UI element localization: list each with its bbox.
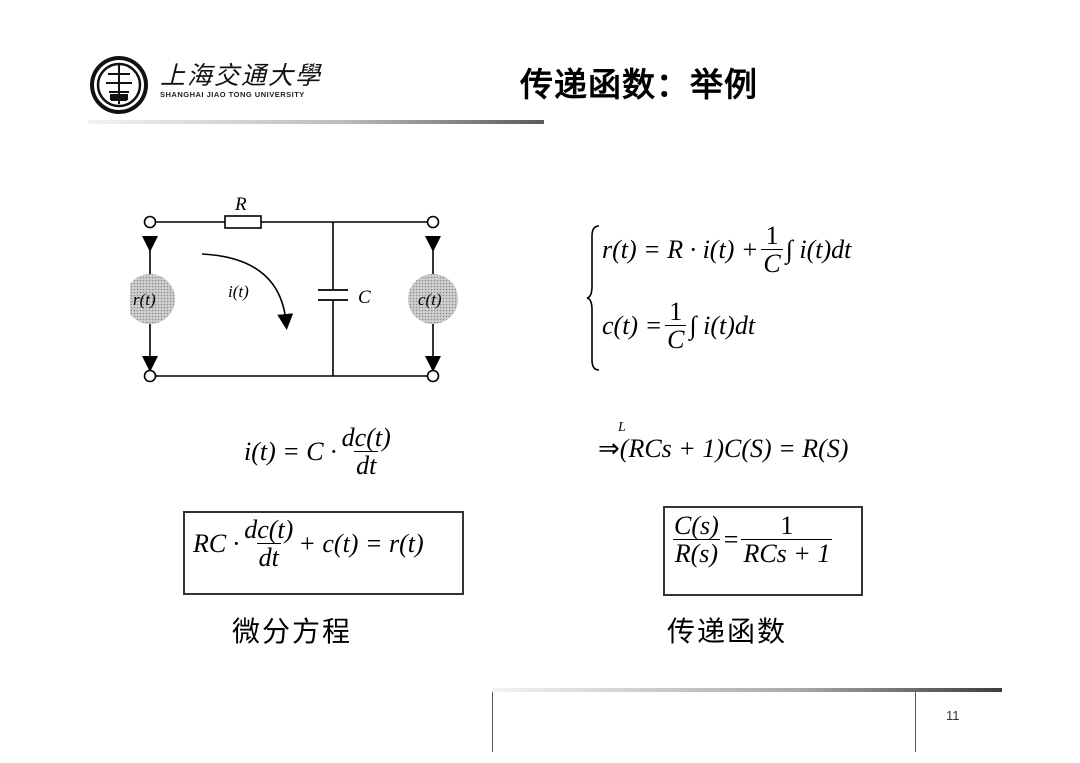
page-number: 11	[946, 708, 960, 723]
caption-transfer-function: 传递函数	[667, 615, 788, 648]
left-brace	[586, 225, 600, 371]
rc-circuit-diagram: R C i(t) r(t) c(t)	[130, 194, 458, 383]
fraction-numerator: dc(t)	[341, 423, 391, 452]
fraction-numerator: C(s)	[674, 511, 719, 540]
transfer-function-box	[663, 506, 863, 596]
university-name-cn: 上海交通大學	[160, 61, 323, 90]
system-equation-1: r(t) = R · i(t) + 1 C ∫ i(t)dt	[602, 222, 851, 278]
ode-rhs: + c(t) = r(t)	[298, 528, 424, 558]
university-seal-icon	[90, 56, 148, 114]
current-equation: i(t) = C · dc(t) dt	[244, 424, 396, 480]
current-eq-lhs: i(t) = C ·	[244, 436, 337, 466]
terminal	[426, 215, 440, 229]
differential-equation-box	[183, 511, 464, 595]
fraction-denominator: C	[665, 325, 687, 355]
resistor-label: R	[234, 194, 247, 215]
transfer-function: C(s) R(s) = 1 RCs + 1	[669, 512, 835, 568]
capacitor-label: C	[358, 287, 371, 308]
terminal	[143, 369, 157, 383]
laplace-marker: L	[618, 420, 626, 435]
fraction: dc(t) dt	[340, 424, 393, 480]
output-node-shade	[408, 274, 458, 324]
fraction-numerator: 1	[765, 221, 779, 250]
output-voltage-label: c(t)	[418, 290, 442, 309]
laplace-eq-body: (RCs + 1)C(S) = R(S)	[619, 434, 849, 463]
system-eq1-integral: ∫ i(t)dt	[785, 234, 852, 264]
fraction-denominator: dt	[256, 543, 281, 573]
slide-title: 传递函数：举例	[520, 65, 758, 104]
fraction-denominator: RCs + 1	[741, 539, 833, 569]
header-divider	[88, 120, 544, 124]
university-logo: 上海交通大學 SHANGHAI JIAO TONG UNIVERSITY	[88, 54, 328, 114]
resistor-symbol	[224, 215, 262, 229]
terminal	[426, 369, 440, 383]
ode-lhs: RC ·	[193, 528, 240, 558]
fraction-numerator: dc(t)	[244, 515, 294, 544]
system-equation-2: c(t) = 1 C ∫ i(t)dt	[602, 298, 755, 354]
fraction: 1 C	[761, 221, 783, 279]
fraction-numerator: 1	[669, 297, 683, 326]
footer-divider	[492, 688, 1002, 692]
fraction-denominator: C	[761, 249, 783, 279]
current-arrow	[201, 253, 294, 330]
caption-differential-equation: 微分方程	[232, 615, 353, 648]
input-voltage-label: r(t)	[133, 290, 156, 309]
footer-box	[492, 692, 916, 752]
fraction: 1 C	[665, 297, 687, 355]
laplace-arrow: ⇒	[598, 434, 620, 463]
fraction: C(s) R(s)	[672, 512, 721, 568]
fraction-denominator: dt	[354, 451, 379, 481]
fraction: 1 RCs + 1	[741, 511, 833, 569]
tf-equals: =	[723, 524, 739, 554]
input-node-shade	[130, 274, 175, 324]
terminal	[143, 215, 157, 229]
fraction-numerator: 1	[780, 511, 794, 540]
laplace-arrow-group: L ⇒	[598, 420, 626, 464]
fraction: dc(t) dt	[242, 516, 295, 572]
current-label: i(t)	[228, 282, 249, 301]
differential-equation: RC · dc(t) dt + c(t) = r(t)	[193, 516, 424, 572]
system-eq2-lhs: c(t) =	[602, 310, 663, 340]
system-eq2-integral: ∫ i(t)dt	[689, 310, 756, 340]
university-name-en: SHANGHAI JIAO TONG UNIVERSITY	[160, 90, 305, 99]
system-eq1-lhs: r(t) = R · i(t) +	[602, 234, 759, 264]
fraction-denominator: R(s)	[672, 539, 721, 569]
laplace-equation: L ⇒ (RCs + 1)C(S) = R(S)	[598, 420, 849, 464]
